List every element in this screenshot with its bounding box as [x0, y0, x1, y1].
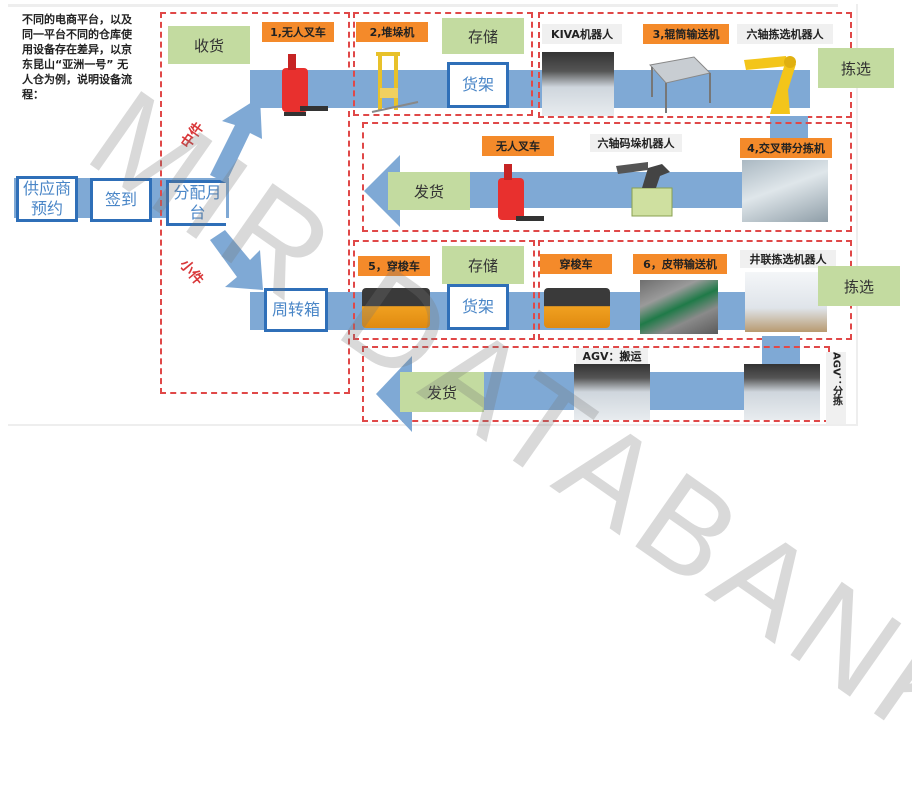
agv-sort-image — [744, 364, 820, 420]
stacker-label: 2,堆垛机 — [356, 22, 428, 42]
palletizing-robot-image — [616, 162, 673, 217]
supplier-box: 供应商预约 — [16, 176, 78, 222]
agv-sort-label: AGV：分拣 — [826, 352, 846, 424]
arrow-medium-up — [210, 97, 262, 183]
kiva-image — [542, 52, 614, 116]
flow-bar-medium — [250, 70, 810, 108]
belt-label: 6，皮带输送机 — [633, 254, 727, 274]
checkin-box: 签到 — [90, 178, 152, 222]
six-axis-stack-label: 六轴码垛机器人 — [590, 134, 682, 152]
forklift-image — [282, 54, 328, 116]
storage-zone-medium — [353, 12, 533, 116]
parallel-robot-label: 井联拣选机器人 — [740, 250, 836, 268]
belt-conveyor-image — [640, 280, 718, 334]
roller-label: 3,辊筒输送机 — [643, 24, 729, 44]
storage-step-medium: 存储 — [442, 18, 524, 54]
six-axis-robot-image — [744, 56, 796, 114]
forklift2-image — [498, 164, 544, 221]
outbound-zone-medium — [362, 122, 852, 232]
storage-zone-small — [353, 240, 535, 340]
agv-image — [574, 364, 650, 420]
shuttle5-label: 5，穿梭车 — [358, 256, 430, 276]
kiva-label: KIVA机器人 — [542, 24, 622, 44]
bottom-border — [8, 424, 858, 426]
shuttle-label: 穿梭车 — [540, 254, 612, 274]
flow-connector-small — [762, 336, 800, 366]
forklift2-label: 无人叉车 — [482, 136, 554, 156]
dock-box: 分配月台 — [166, 180, 226, 226]
agv-move-label: AGV：搬运 — [576, 348, 648, 364]
shuttle-image-2 — [544, 288, 610, 328]
roller-conveyor-image — [649, 56, 711, 113]
inbound-zone — [160, 12, 350, 394]
cross-belt-label: 4,交叉带分拣机 — [740, 138, 832, 158]
storage-step-small: 存储 — [442, 246, 524, 284]
tote-box: 周转箱 — [264, 288, 328, 332]
ship-step-small: 发货 — [400, 372, 484, 412]
forklift1-label: 1,无人叉车 — [262, 22, 334, 42]
pick-step-medium: 拣选 — [818, 48, 894, 88]
receive-step: 收货 — [168, 26, 250, 64]
rack-box-small: 货架 — [447, 284, 509, 330]
intro-text: 不同的电商平台，以及同一平台不同的仓库使用设备存在差异，以京东昆山“亚洲一号” … — [22, 13, 132, 101]
right-border — [856, 4, 858, 424]
top-border — [8, 4, 838, 7]
parallel-robot-image — [745, 272, 827, 332]
cross-belt-image — [742, 160, 828, 222]
stacker-image — [371, 52, 419, 113]
pick-step-small: 拣选 — [818, 266, 900, 306]
shuttle-image — [362, 288, 430, 328]
rack-box-medium: 货架 — [447, 62, 509, 108]
six-axis-pick-label: 六轴拣选机器人 — [737, 24, 833, 44]
ship-step-medium: 发货 — [388, 172, 470, 210]
arrow-small-down — [210, 230, 263, 290]
